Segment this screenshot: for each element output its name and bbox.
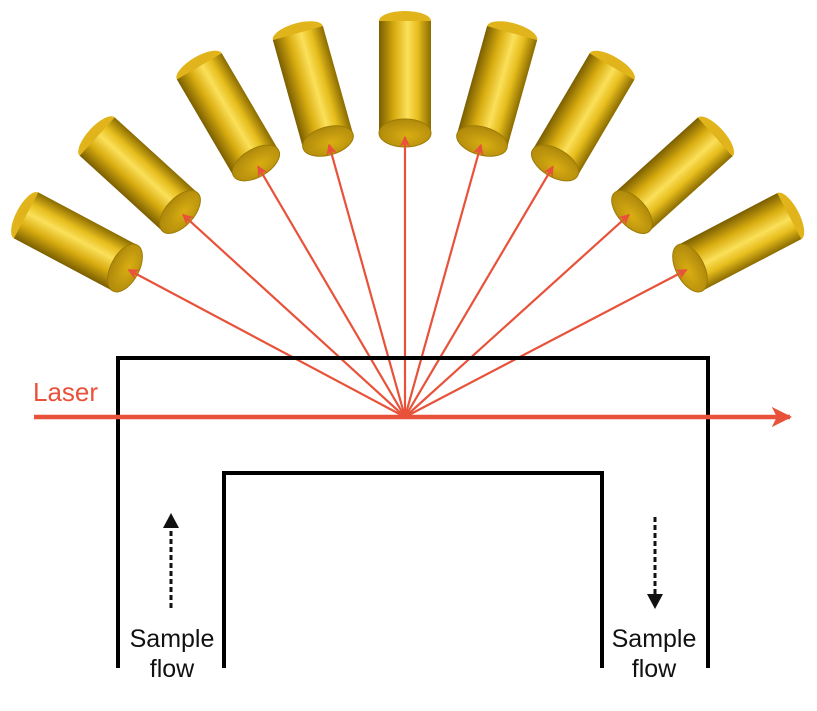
flow-channel-outer (116, 356, 710, 668)
detector (611, 116, 735, 234)
detector (272, 21, 354, 157)
scattered-ray (182, 213, 406, 418)
detector (78, 116, 201, 234)
detector-body (614, 117, 733, 232)
detector-array (11, 11, 805, 293)
sample-flow-label-left: Sample flow (129, 625, 215, 683)
scattered-ray (326, 143, 407, 418)
scattered-ray (127, 268, 406, 418)
detector-body (532, 53, 635, 177)
scattered-ray (257, 165, 406, 418)
detector (11, 191, 143, 293)
scattered-ray (404, 213, 630, 418)
detector-body (176, 53, 279, 177)
detector-body (272, 26, 354, 148)
flow-channel-inner (222, 471, 604, 668)
scattered-ray (404, 268, 688, 418)
detector (456, 21, 538, 157)
flow-down-arrowhead (647, 594, 663, 609)
detector (672, 192, 805, 293)
flow-up-arrowhead (163, 513, 179, 528)
laser-label: Laser (33, 377, 99, 407)
scattered-ray (404, 165, 554, 418)
detector-body (13, 192, 138, 291)
detector (176, 50, 281, 182)
detector-body (456, 26, 538, 148)
detector-body (677, 193, 802, 292)
detector-body (379, 21, 431, 133)
sample-flow-label-right: Sample flow (611, 625, 697, 683)
detector-body (79, 117, 198, 232)
scattered-rays (127, 135, 688, 418)
detector (531, 50, 635, 182)
detector (378, 11, 432, 148)
scattered-ray (403, 143, 484, 418)
